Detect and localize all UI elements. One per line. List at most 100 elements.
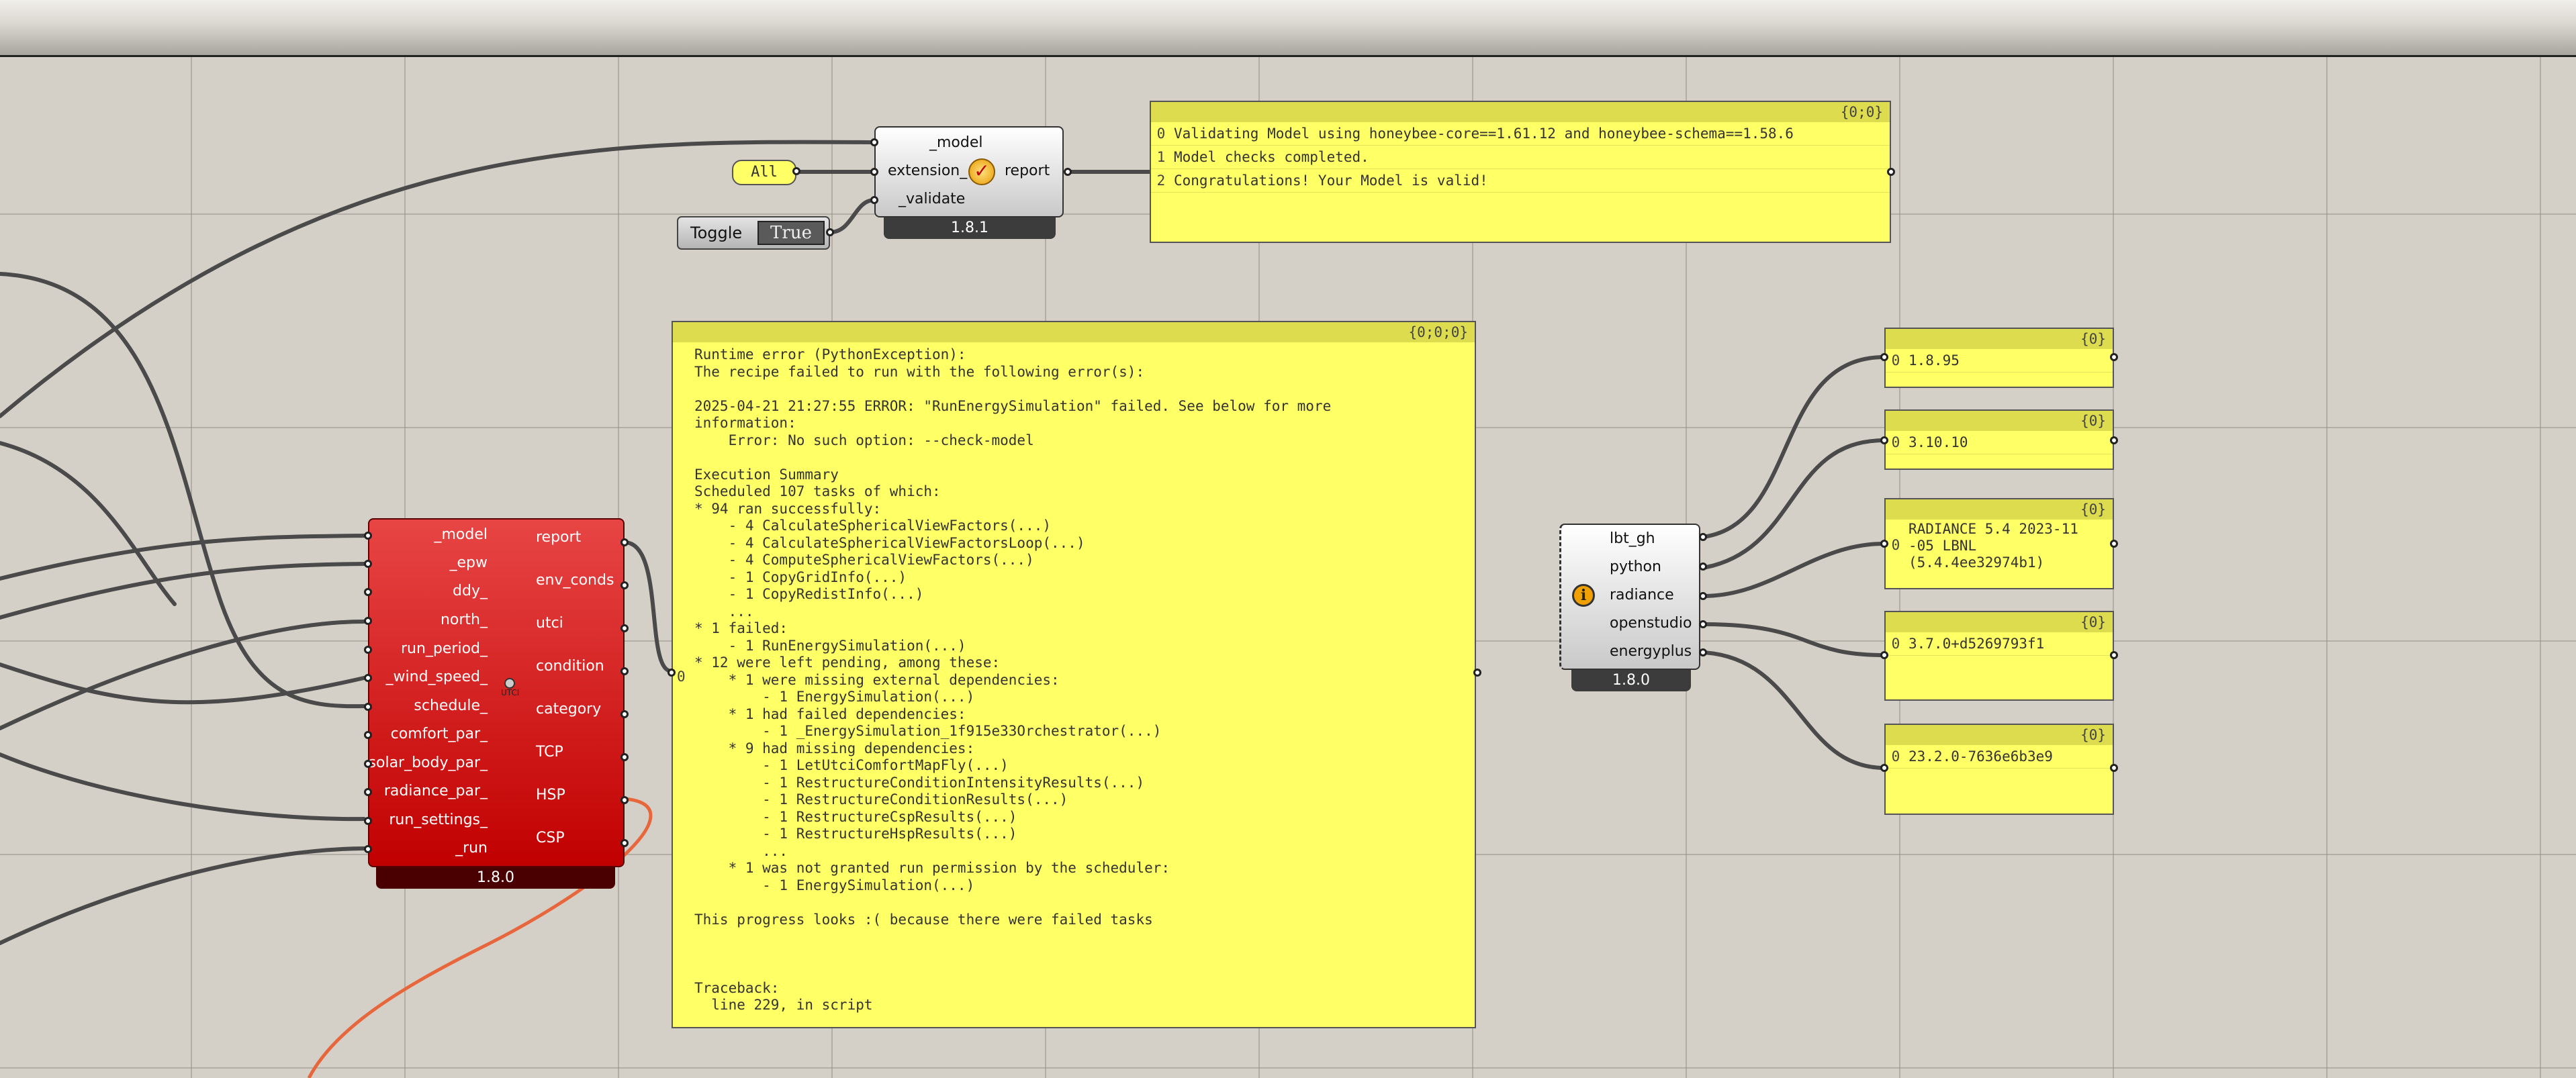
output-category[interactable]: category [536,701,602,718]
grip-out-report[interactable] [1064,168,1072,176]
output-condition[interactable]: condition [536,658,604,675]
panel-index: 0 [677,669,686,685]
input-schedule[interactable]: schedule_ [414,697,488,714]
wire-lbt-gh [1701,355,1886,539]
input-epw[interactable]: _epw [449,554,488,571]
grip-out[interactable] [620,710,629,718]
grip-out[interactable] [2110,540,2118,548]
output-csp[interactable]: CSP [536,830,565,846]
utci-comfort-map-component[interactable]: _model _epw ddy_ north_ run_period_ _win… [368,518,625,867]
output-env-conds[interactable]: env_conds [536,572,614,589]
input-model[interactable]: _model [929,134,983,151]
grip-out[interactable] [620,624,629,632]
input-validate[interactable]: _validate [899,191,966,207]
grip-in-validate[interactable] [870,196,878,204]
panel-index: 0 [1891,537,1900,553]
grip-out[interactable] [2110,764,2118,772]
input-extension[interactable]: extension_ [888,162,968,179]
grip-out[interactable] [620,667,629,675]
input-run-period[interactable]: run_period_ [400,640,488,657]
error-report-panel[interactable]: {0;0;0} 0 Runtime error (PythonException… [672,321,1476,1028]
output-radiance[interactable]: radiance [1610,587,1674,603]
input-wind-speed[interactable]: _wind_speed_ [385,669,488,685]
grip-in[interactable] [364,703,372,711]
wire-to-solar [0,441,177,606]
grip-in[interactable] [364,532,372,540]
wire-openstudio [1701,622,1886,657]
output-report[interactable]: report [536,529,582,546]
output-energyplus[interactable]: energyplus [1610,643,1692,660]
grip-out[interactable] [620,796,629,804]
input-solar-body-par[interactable]: solar_body_par_ [368,754,488,771]
input-model[interactable]: _model [434,526,488,543]
extension-tag-grip[interactable] [792,167,800,175]
input-comfort-par[interactable]: comfort_par_ [390,726,488,742]
error-panel-out-grip[interactable] [1473,669,1481,677]
error-panel-in-grip[interactable] [668,669,676,677]
grip-in[interactable] [364,760,372,768]
validate-model-component[interactable]: _model extension_ _validate ✓ report [874,126,1064,217]
output-utci[interactable]: utci [536,615,563,632]
panel-header: {0} [1886,725,2113,745]
grip-out[interactable] [2110,651,2118,659]
boolean-toggle[interactable]: Toggle True [677,216,830,250]
error-report-text: Runtime error (PythonException): The rec… [694,346,1332,1013]
input-north[interactable]: north_ [440,611,488,628]
grip-in[interactable] [1880,436,1888,444]
grip-in-extension[interactable] [870,168,878,176]
output-hsp[interactable]: HSP [536,787,565,803]
grip-out[interactable] [1699,620,1707,628]
input-ddy[interactable]: ddy_ [453,583,488,599]
grip-out[interactable] [620,538,629,546]
grip-in[interactable] [364,731,372,739]
grip-in[interactable] [364,788,372,796]
grip-in[interactable] [364,674,372,682]
output-tcp[interactable]: TCP [536,744,563,761]
grip-out[interactable] [1699,648,1707,656]
grip-in[interactable] [364,588,372,596]
grip-out[interactable] [1699,592,1707,600]
version-panel-radiance[interactable]: {0} 0 RADIANCE 5.4 2023-11 -05 LBNL (5.4… [1884,498,2114,589]
extension-value-tag[interactable]: All [732,160,796,185]
grip-in[interactable] [364,817,372,825]
grip-out[interactable] [620,839,629,847]
grip-in[interactable] [364,845,372,853]
grip-out[interactable] [620,753,629,761]
wire-validate-toggle [828,198,876,234]
input-radiance-par[interactable]: radiance_par_ [383,783,488,799]
grip-out[interactable] [1699,562,1707,571]
output-python[interactable]: python [1610,558,1661,575]
grip-in[interactable] [364,617,372,625]
grip-in[interactable] [1880,540,1888,548]
wire-report-errorpanel [623,540,674,673]
validation-panel-grip[interactable] [1887,168,1895,176]
grip-out[interactable] [1699,533,1707,541]
grip-in[interactable] [364,646,372,654]
input-run[interactable]: _run [455,840,488,856]
grip-out[interactable] [2110,353,2118,361]
grip-out[interactable] [2110,436,2118,444]
panel-header: {0} [1886,612,2113,632]
grip-out[interactable] [620,581,629,589]
grip-in[interactable] [1880,353,1888,361]
output-openstudio[interactable]: openstudio [1610,615,1692,632]
grip-in[interactable] [1880,764,1888,772]
toggle-grip[interactable] [826,228,834,236]
output-report[interactable]: report [1005,162,1050,179]
input-run-settings[interactable]: run_settings_ [389,812,488,828]
toggle-value[interactable]: True [757,221,825,245]
grip-in[interactable] [364,560,372,568]
grip-in[interactable] [1880,651,1888,659]
grip-in-model[interactable] [870,138,878,146]
output-lbt-gh[interactable]: lbt_gh [1610,530,1655,547]
panel-header: {0} [1886,411,2113,431]
lb-versions-component[interactable]: lbt_gh python radiance openstudio energy… [1559,524,1700,670]
